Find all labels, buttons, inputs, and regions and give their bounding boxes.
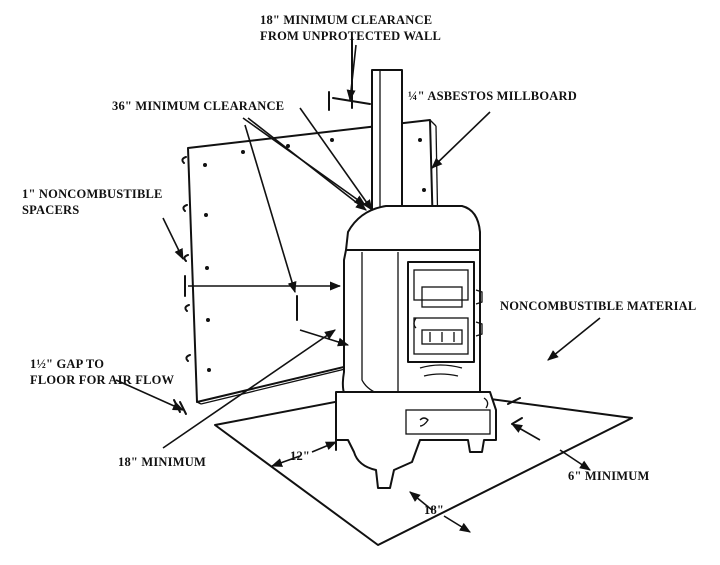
label-36-min-clearance: 36" MINIMUM CLEARANCE <box>112 99 284 113</box>
stove <box>335 205 497 489</box>
label-spacers-2: SPACERS <box>22 203 79 217</box>
label-dim-12: 12" <box>290 449 310 463</box>
label-gap-2: FLOOR FOR AIR FLOW <box>30 373 175 387</box>
label-noncombustible-material: NONCOMBUSTIBLE MATERIAL <box>500 299 696 313</box>
spacers <box>181 138 428 372</box>
label-dim-18: 18" <box>424 503 444 517</box>
label-wall-clearance-2: FROM UNPROTECTED WALL <box>260 29 441 43</box>
flue-pipe <box>371 69 403 211</box>
label-gap-1: 1½" GAP TO <box>30 357 104 371</box>
labels: 18" MINIMUM CLEARANCE FROM UNPROTECTED W… <box>22 13 696 517</box>
label-spacers-1: 1" NONCOMBUSTIBLE <box>22 187 163 201</box>
floor-clearance-dimensions <box>173 397 591 533</box>
label-6-minimum: 6" MINIMUM <box>568 469 650 483</box>
label-wall-clearance-1: 18" MINIMUM CLEARANCE <box>260 13 432 27</box>
label-millboard: ¼" ASBESTOS MILLBOARD <box>408 89 577 103</box>
label-18-minimum: 18" MINIMUM <box>118 455 206 469</box>
leader-lines <box>115 44 601 449</box>
